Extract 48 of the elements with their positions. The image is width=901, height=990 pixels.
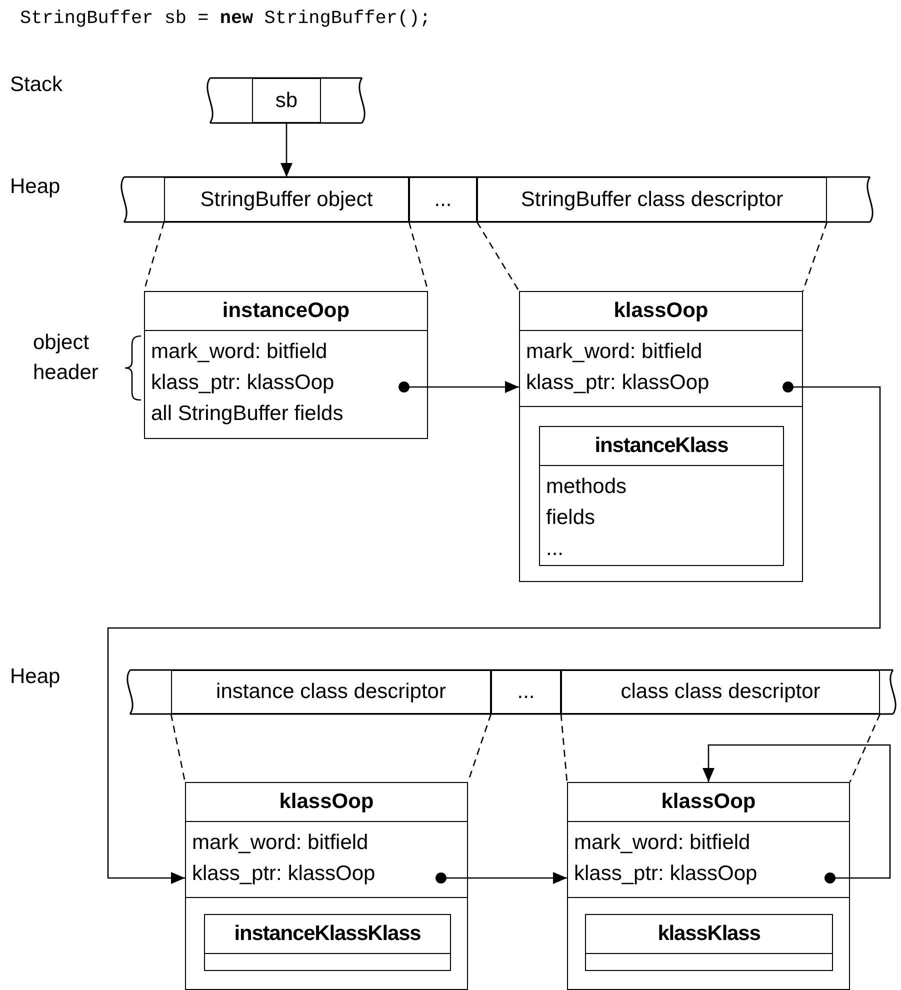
- field-text: mark_word: bitfield: [573, 830, 752, 856]
- field-text: mark_word: bitfield: [191, 830, 370, 856]
- dashed-projection-line: [849, 714, 881, 782]
- memory-area-label: Heap: [10, 665, 60, 689]
- pointer-arrow: [398, 381, 519, 393]
- memory-cell: sb: [252, 78, 321, 123]
- class-name-header: instanceKlassKlass: [205, 915, 450, 954]
- code-statement: StringBuffer sb = new StringBuffer();: [20, 8, 431, 29]
- memory-cell: StringBuffer object: [164, 177, 409, 222]
- class-box: [519, 291, 803, 582]
- pointer-arrow: [107, 382, 881, 884]
- class-box: [204, 914, 451, 971]
- pointer-arrow: [702, 744, 891, 884]
- class-name-header: klassOop: [520, 292, 802, 331]
- pointer-arrow: [436, 872, 567, 884]
- dashed-projection-line: [170, 714, 186, 782]
- memory-area-label: object header: [33, 330, 100, 386]
- dashed-projection-line: [802, 222, 828, 292]
- field-text: mark_word: bitfield: [150, 339, 328, 365]
- class-box: [539, 426, 784, 566]
- class-box: [185, 782, 468, 990]
- field-text: klass_ptr: klassOop: [150, 370, 336, 396]
- class-box: [567, 782, 850, 990]
- dashed-projection-line: [560, 714, 568, 782]
- class-name-header: instanceKlass: [540, 427, 783, 466]
- field-text: klass_ptr: klassOop: [573, 861, 758, 887]
- class-box: [144, 291, 428, 439]
- memory-area-label: Stack: [10, 73, 63, 97]
- memory-cell: StringBuffer class descriptor: [477, 177, 827, 222]
- class-name-header: klassOop: [186, 783, 467, 822]
- field-text: methods: [545, 474, 628, 500]
- memory-cell: ...: [409, 177, 477, 222]
- memory-cell: class class descriptor: [561, 670, 880, 714]
- field-text: mark_word: bitfield: [525, 339, 704, 365]
- memory-cell: ...: [491, 670, 561, 714]
- memory-area-label: Heap: [10, 175, 60, 199]
- field-text: klass_ptr: klassOop: [191, 861, 376, 887]
- class-name-header: klassOop: [568, 783, 849, 822]
- field-text: ...: [545, 536, 565, 562]
- memory-cell: instance class descriptor: [171, 670, 491, 714]
- field-text: fields: [545, 505, 596, 531]
- class-name-header: instanceOop: [145, 292, 427, 331]
- field-text: all StringBuffer fields: [150, 401, 344, 427]
- class-name-header: klassKlass: [586, 915, 832, 954]
- class-box: [585, 914, 833, 971]
- field-text: klass_ptr: klassOop: [525, 370, 710, 396]
- pointer-arrow: [280, 123, 292, 177]
- dashed-projection-line: [476, 222, 520, 292]
